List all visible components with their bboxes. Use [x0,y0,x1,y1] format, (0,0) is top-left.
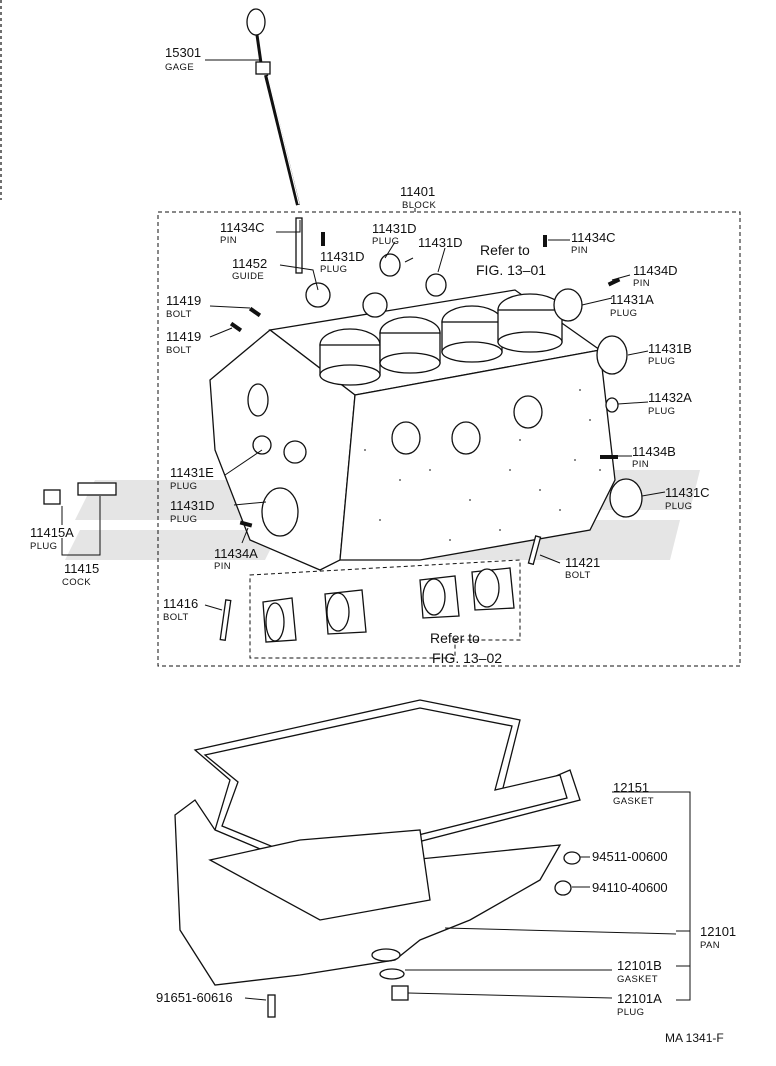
label-bolt-16-name: BOLT [163,612,189,623]
label-plug-d-top3-number: 11431D [320,249,365,264]
label-plug-d-top1-name: PLUG [372,236,399,247]
label-cock-number: 11415 [64,561,99,576]
label-pin-c-right-number: 11434C [571,230,616,245]
label-plug-d-top3-name: PLUG [320,264,347,275]
plug-d-top1-shape [305,282,331,308]
labels: 15301 GAGE 11401 BLOCK 11434C PIN 11431D… [30,45,736,1045]
label-bolt-16-number: 11416 [163,596,198,611]
label-bolt-19b-name: BOLT [166,345,192,356]
small-parts [43,217,643,641]
label-plug-b-number: 11431B [648,341,692,356]
label-plug-b-name: PLUG [648,356,675,367]
engine-block [209,289,616,571]
oil-pan [174,799,562,986]
label-guide-number: 11452 [232,256,267,271]
label-plug-d-side-name: PLUG [170,514,197,525]
label-pin-a-number: 11434A [214,546,258,561]
label-pin-b-number: 11434B [632,444,676,459]
label-plug-32a-number: 11432A [648,390,692,405]
label-plug-32a-name: PLUG [648,406,675,417]
label-plug-c-name: PLUG [665,501,692,512]
label-pan-number: 12101 [700,924,736,939]
label-pin-c-right-name: PIN [571,245,588,256]
leader-lines [61,59,691,1001]
label-cock-name: COCK [62,577,91,588]
label-bolt-19a-name: BOLT [166,309,192,320]
label-block-number: 11401 [400,184,435,199]
label-bolt-19a-number: 11419 [166,293,201,308]
label-pin-c-left-number: 11434C [220,220,265,235]
label-pan-name: PAN [700,940,720,951]
bearings [262,567,515,643]
label-pin-a-name: PIN [214,561,231,572]
label-block-name: BLOCK [402,200,436,211]
label-plug-a-name: PLUG [610,308,637,319]
label-gage-number: 15301 [165,45,201,60]
label-pan-gasket-number: 12101B [617,958,662,973]
oil-pan-gasket [193,699,581,871]
ref2-line2: FIG. 13–02 [432,650,502,666]
figure-code: MA 1341-F [665,1031,724,1045]
label-pin-c-left-name: PIN [220,235,237,246]
dipstick-gage [246,8,300,206]
label-guide-name: GUIDE [232,271,264,282]
label-pan-plug-number: 12101A [617,991,662,1006]
label-plug-d-side-number: 11431D [170,498,215,513]
label-plug-d-top1-number: 11431D [372,221,417,236]
label-plug-15a-name: PLUG [30,541,57,552]
label-pan-plug-name: PLUG [617,1007,644,1018]
label-gage-name: GAGE [165,62,194,73]
label-pin-d-number: 11434D [633,263,678,278]
label-bolt-19b-number: 11419 [166,329,201,344]
label-stud-number: 91651-60616 [156,990,233,1005]
label-pan-gasket-name: GASKET [617,974,658,985]
label-nut2-number: 94110-40600 [592,880,668,895]
label-gasket-number: 12151 [613,780,649,795]
label-nut1-number: 94511-00600 [592,849,668,864]
label-plug-a-number: 11431A [610,292,654,307]
label-bolt-21-name: BOLT [565,570,591,581]
label-pin-d-name: PIN [633,278,650,289]
label-plug-c-number: 11431C [665,485,710,500]
label-gasket-name: GASKET [613,796,654,807]
ref1-line1: Refer to [480,242,530,258]
ref1-line2: FIG. 13–01 [476,262,546,278]
block-group-boundary [157,211,741,667]
label-bolt-21-number: 11421 [565,555,600,570]
bearing-group-boundary [249,559,521,659]
label-plug-d-top2-number: 11431D [418,235,463,250]
label-plug-e-number: 11431E [170,465,214,480]
label-plug-e-name: PLUG [170,481,197,492]
label-pin-b-name: PIN [632,459,649,470]
pan-small-parts [267,851,581,1018]
label-plug-15a-number: 11415A [30,525,74,540]
ref2-line1: Refer to [430,630,480,646]
